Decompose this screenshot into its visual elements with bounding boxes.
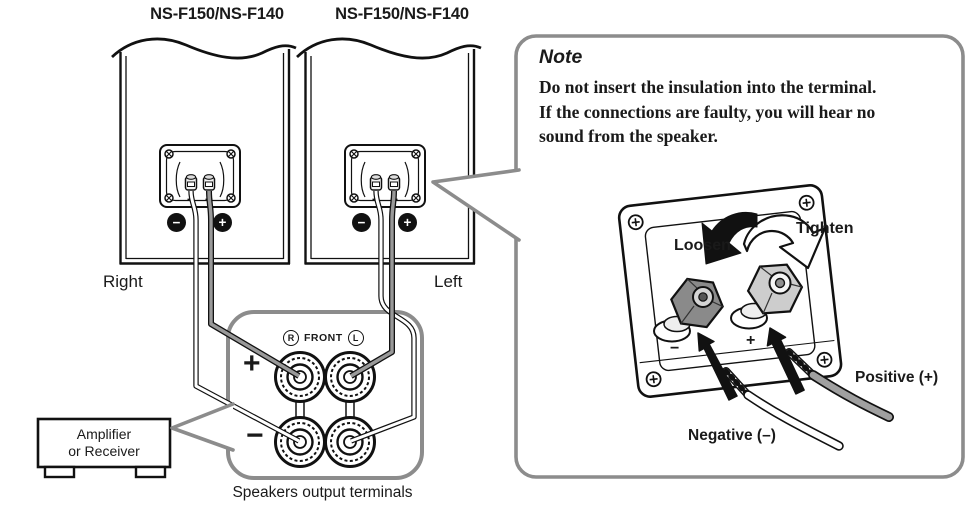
positive-wire (785, 348, 894, 422)
speaker-left-model: NS-F150/NS-F140 (335, 5, 469, 23)
speaker-right-model: NS-F150/NS-F140 (150, 5, 284, 23)
note-title: Note (539, 46, 583, 68)
speaker-right-plus-badge: + (213, 213, 232, 232)
plate-minus-sign: − (670, 340, 680, 357)
amplifier-box (36, 417, 172, 479)
terminal-r-minus (274, 416, 326, 468)
panel-minus-sign: − (246, 419, 264, 452)
insert-arrow-right-icon (766, 327, 805, 395)
note-body: Do not insert the insulation into the te… (539, 75, 963, 149)
tighten-label: Tighten (796, 220, 854, 237)
loosen-arrow-icon (701, 211, 758, 265)
loosen-label: Loosen (674, 237, 731, 254)
front-channel-header: R FRONT L (283, 330, 364, 346)
right-channel-mark: R (283, 330, 299, 346)
terminal-l-plus (324, 351, 376, 403)
speaker-left-plus-badge: + (398, 213, 417, 232)
negative-label: Negative (–) (688, 427, 776, 444)
terminal-r-plus (274, 351, 326, 403)
tighten-arrow-icon (742, 214, 827, 270)
speaker-wires (188, 190, 417, 444)
negative-wire (722, 367, 844, 451)
terminal-l-minus (324, 416, 376, 468)
speaker-left-label: Left (434, 272, 463, 291)
amplifier-line2: or Receiver (68, 443, 140, 459)
amplifier-line1: Amplifier (76, 426, 132, 442)
note-line2: If the connections are faulty, you will … (539, 101, 876, 122)
insert-arrow-left-icon (697, 332, 738, 401)
right-terminal-nut (746, 263, 804, 315)
positive-label: Positive (+) (855, 369, 939, 386)
speaker-right-label: Right (103, 272, 143, 291)
speaker-right-minus-badge: − (167, 213, 186, 232)
output-terminals-panel (226, 310, 424, 480)
speaker-left-minus-badge: − (352, 213, 371, 232)
speaker-right-cabinet (110, 37, 298, 266)
front-label: FRONT (304, 332, 343, 344)
note-line3: sound from the speaker. (539, 126, 718, 146)
terminal-collars (653, 302, 768, 343)
left-channel-mark: L (347, 330, 364, 346)
terminal-detail-plate (617, 184, 843, 398)
note-callout-pointer (431, 168, 521, 242)
plate-plus-sign: + (746, 332, 756, 349)
left-terminal-nut (670, 277, 724, 329)
amplifier-label: Amplifier or Receiver (38, 419, 170, 467)
panel-callout-pointer (170, 402, 235, 452)
output-panel-caption: Speakers output terminals (232, 484, 413, 501)
note-line1: Do not insert the insulation into the te… (539, 77, 877, 97)
panel-plus-sign: + (243, 347, 261, 380)
